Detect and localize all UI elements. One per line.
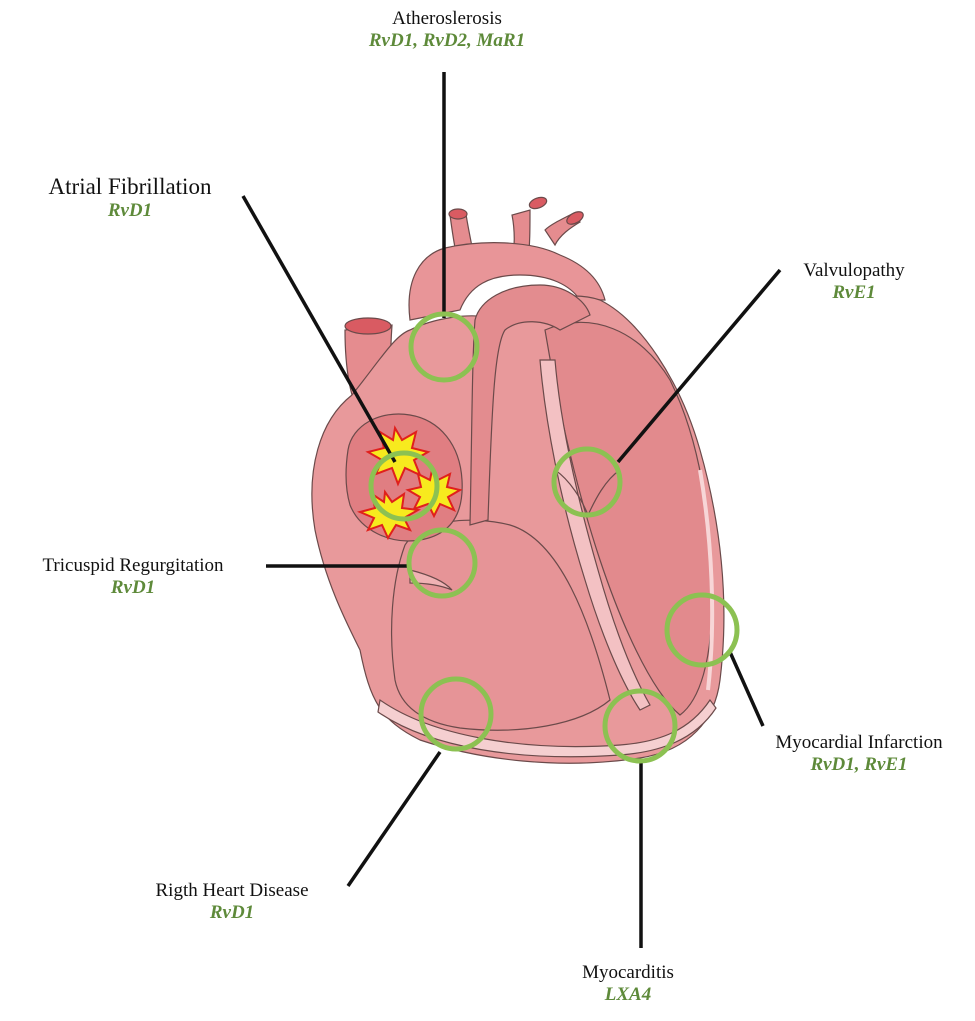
condition-name: Rigth Heart Disease bbox=[155, 880, 308, 902]
condition-name: Myocarditis bbox=[582, 962, 674, 984]
condition-name: Myocardial Infarction bbox=[775, 732, 942, 754]
mediator-list: RvE1 bbox=[803, 282, 904, 304]
label-right-heart-disease: Rigth Heart Disease RvD1 bbox=[155, 880, 308, 924]
mediator-list: RvD1 bbox=[42, 577, 223, 599]
label-atrial-fibrillation: Atrial Fibrillation RvD1 bbox=[49, 174, 212, 222]
label-atherosclerosis: Atheroslerosis RvD1, RvD2, MaR1 bbox=[369, 8, 525, 52]
mediator-list: RvD1 bbox=[155, 902, 308, 924]
label-valvulopathy: Valvulopathy RvE1 bbox=[803, 260, 904, 304]
condition-name: Atheroslerosis bbox=[369, 8, 525, 30]
leader-right-heart bbox=[348, 752, 440, 886]
label-myocarditis: Myocarditis LXA4 bbox=[582, 962, 674, 1006]
leader-myocardial-infarction bbox=[730, 652, 763, 726]
mediator-list: RvD1, RvD2, MaR1 bbox=[369, 30, 525, 52]
mediator-list: RvD1, RvE1 bbox=[775, 754, 942, 776]
label-tricuspid-regurgitation: Tricuspid Regurgitation RvD1 bbox=[42, 555, 223, 599]
condition-name: Atrial Fibrillation bbox=[49, 174, 212, 200]
condition-name: Tricuspid Regurgitation bbox=[42, 555, 223, 577]
condition-name: Valvulopathy bbox=[803, 260, 904, 282]
label-myocardial-infarction: Myocardial Infarction RvD1, RvE1 bbox=[775, 732, 942, 776]
mediator-list: LXA4 bbox=[582, 984, 674, 1006]
mediator-list: RvD1 bbox=[49, 200, 212, 222]
